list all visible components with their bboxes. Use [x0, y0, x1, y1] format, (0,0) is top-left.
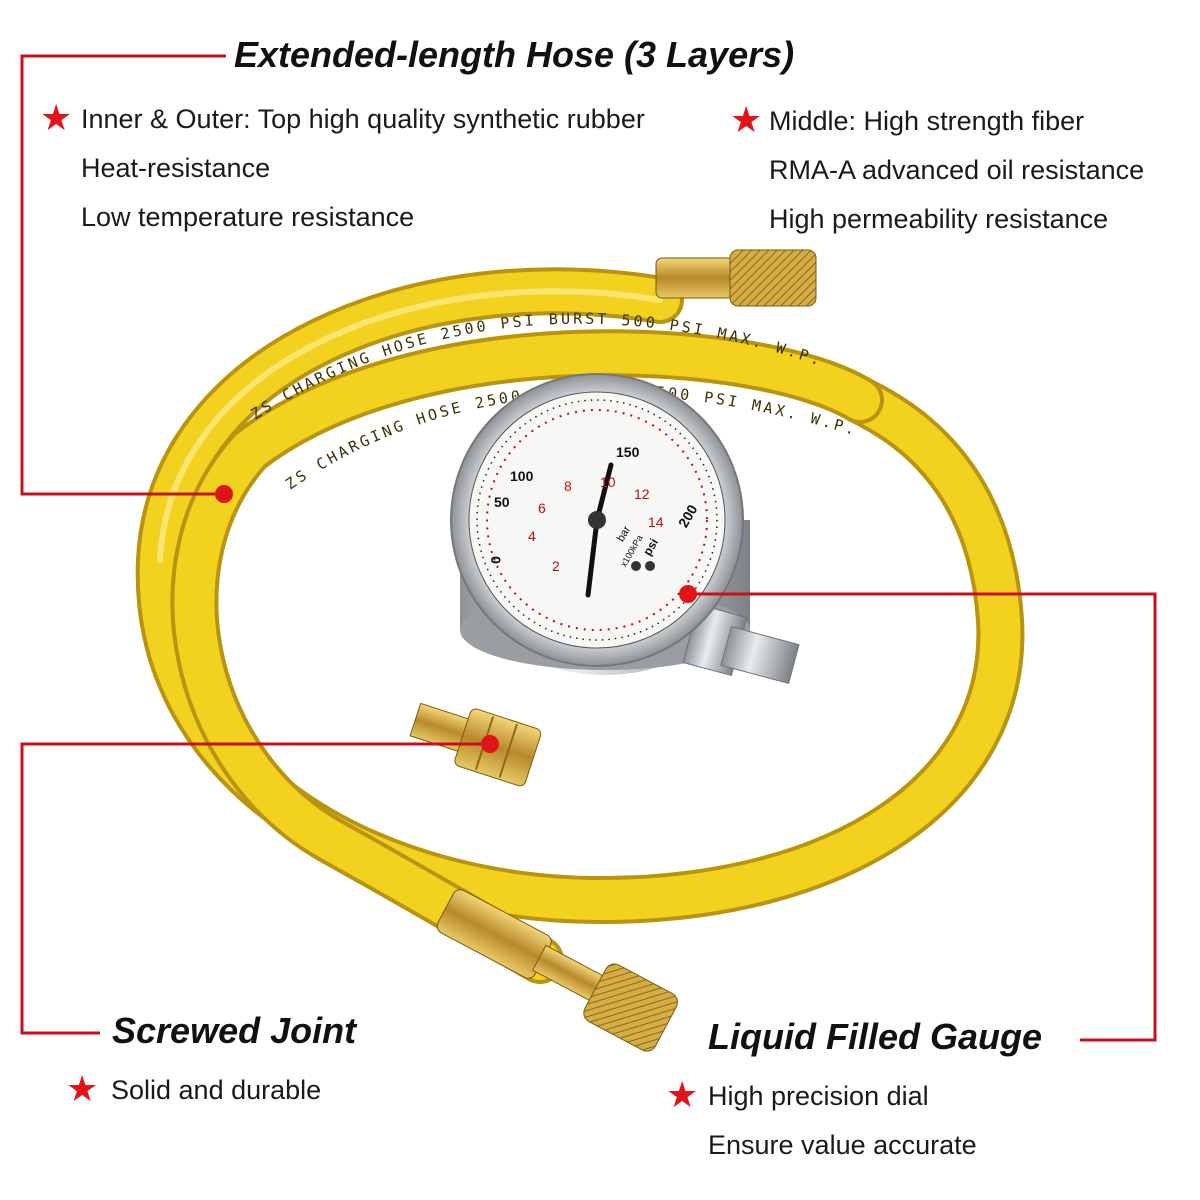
gauge-feature-item: Ensure value accurate [708, 1130, 977, 1160]
hose-feature-item: Middle: High strength fiber [769, 106, 1085, 136]
joint-section-title: Screwed Joint [112, 1010, 357, 1051]
hose-feature-item: Low temperature resistance [81, 202, 415, 232]
star-icon: ★ [66, 1068, 99, 1109]
hose-callout-line [20, 54, 226, 496]
top-hose-fitting [655, 249, 817, 307]
hose-callout-dot [215, 485, 233, 503]
gauge-section-title: Liquid Filled Gauge [708, 1016, 1043, 1057]
pressure-gauge [450, 373, 800, 684]
bar-label: 4 [528, 528, 536, 544]
joint-feature-item: Solid and durable [111, 1075, 322, 1105]
bar-label: 2 [552, 558, 560, 574]
hose-section-title: Extended-length Hose (3 Layers) [234, 34, 795, 75]
gauge-callout-line [688, 592, 1157, 1042]
joint-callout-dot [481, 735, 499, 753]
bar-label: 14 [648, 514, 664, 530]
star-icon: ★ [730, 99, 763, 140]
psi-label: 100 [510, 468, 534, 484]
bar-label: 12 [634, 486, 650, 502]
psi-label: 150 [616, 444, 640, 460]
brass-adapter [409, 702, 542, 787]
joint-callout-line [20, 742, 490, 1035]
star-icon: ★ [666, 1074, 699, 1115]
bottom-hose-fitting [436, 889, 678, 1052]
hose-feature-item: RMA-A advanced oil resistance [769, 155, 1145, 185]
hose-feature-item: Inner & Outer: Top high quality syntheti… [81, 104, 645, 134]
yellow-hose [135, 267, 1025, 984]
star-icon: ★ [40, 97, 73, 138]
callout-lines [20, 54, 1157, 1042]
bar-label: 6 [538, 500, 546, 516]
psi-label: 50 [494, 494, 510, 510]
bar-label: 10 [600, 474, 616, 490]
psi-label: 0 [487, 556, 504, 564]
hose-feature-item: Heat-resistance [81, 153, 271, 183]
gauge-feature-item: High precision dial [708, 1081, 929, 1111]
hose-feature-item: High permeability resistance [769, 204, 1109, 234]
gauge-callout-dot [679, 585, 697, 603]
bar-label: 8 [564, 478, 572, 494]
